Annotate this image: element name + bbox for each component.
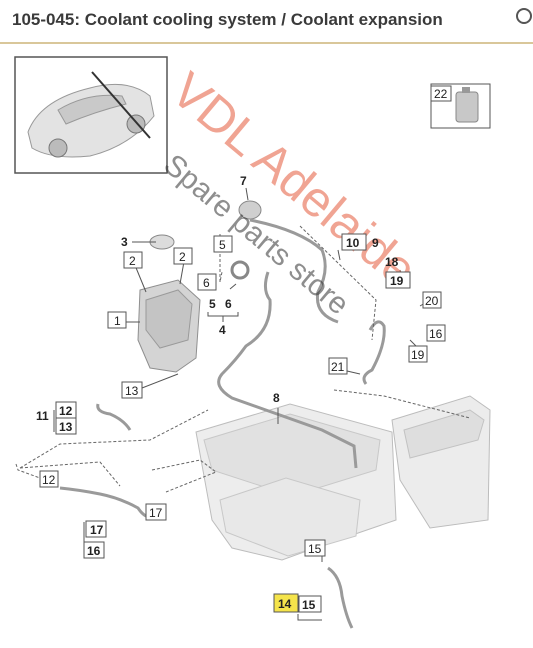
- expansion-tank: [137, 234, 201, 373]
- callout-14: 14: [278, 597, 292, 611]
- cylinder-head-right: [391, 395, 491, 529]
- callout-2a: 2: [129, 254, 136, 268]
- callout-6: 6: [203, 276, 210, 290]
- callout-15b: 15: [302, 598, 316, 612]
- callout-5: 5: [219, 238, 226, 252]
- callout-17b: 17: [90, 523, 104, 537]
- callout-9: 9: [372, 236, 379, 250]
- page-title: 105-045: Coolant cooling system / Coolan…: [12, 10, 443, 29]
- callout-16b: 16: [87, 544, 101, 558]
- callout-7: 7: [240, 174, 247, 188]
- callout-21: 21: [331, 360, 345, 374]
- callout-16a: 16: [429, 327, 443, 341]
- coolant-hoses: [59, 218, 386, 629]
- search-icon[interactable]: [516, 8, 532, 24]
- callout-12b: 12: [42, 473, 56, 487]
- engine-block: [195, 403, 397, 561]
- exploded-parts-diagram: VDL Adelaide Spare parts store 22 7 3 2 …: [14, 56, 491, 629]
- callout-8: 8: [273, 391, 280, 405]
- callout-19b: 19: [411, 348, 425, 362]
- callout-10: 10: [346, 236, 360, 250]
- vehicle-thumbnail: [14, 56, 168, 174]
- callout-4: 4: [219, 323, 226, 337]
- callout-labels: 22 7 3 2 2 5 10 9 6 18 19 1 5 6 4 20 16 …: [36, 85, 452, 621]
- reservoir-cap: [238, 200, 262, 220]
- callout-19a: 19: [390, 274, 404, 288]
- seal-ring: [230, 260, 250, 280]
- callout-18: 18: [385, 255, 399, 269]
- callout-1: 1: [114, 314, 121, 328]
- callout-5b: 5: [209, 297, 216, 311]
- callout-13b: 13: [59, 420, 73, 434]
- callout-12a: 12: [59, 404, 73, 418]
- page-header: 105-045: Coolant cooling system / Coolan…: [0, 0, 533, 44]
- callout-6b: 6: [225, 297, 232, 311]
- callout-22: 22: [434, 87, 448, 101]
- callout-11: 11: [36, 409, 49, 423]
- callout-13a: 13: [125, 384, 139, 398]
- callout-15a: 15: [308, 542, 322, 556]
- callout-3: 3: [121, 235, 128, 249]
- callout-20: 20: [425, 294, 439, 308]
- callout-2b: 2: [179, 250, 186, 264]
- callout-17a: 17: [149, 506, 163, 520]
